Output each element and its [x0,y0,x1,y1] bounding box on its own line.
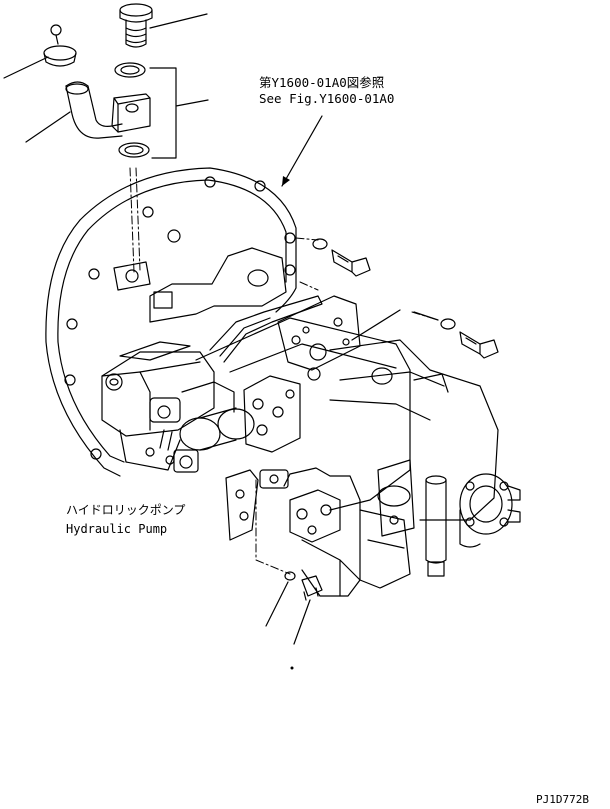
banjo-bolt [119,3,208,48]
pump-label-jp: ハイドロリックポンプ [66,503,185,517]
callout-bracket [149,67,209,159]
arrowhead [282,176,290,186]
cap-plug [3,24,77,79]
bolt-lower [265,571,323,645]
reference-leader [281,115,323,187]
bolt-upper [312,238,371,277]
gasket-upper [114,62,146,78]
pipe-elbow [25,81,151,143]
reference-label-jp: 第Y1600-01A0図参照 [259,75,384,90]
bolt-right [440,318,499,359]
gasket-lower [118,142,150,158]
hydraulic-pump-body [101,247,521,597]
drawing-number: PJ1D772B [536,793,589,806]
pump-label-en: Hydraulic Pump [66,522,167,536]
reference-label-en: See Fig.Y1600-01A0 [259,91,394,106]
flywheel-housing-flange [45,167,297,477]
pump-leader [351,309,401,341]
